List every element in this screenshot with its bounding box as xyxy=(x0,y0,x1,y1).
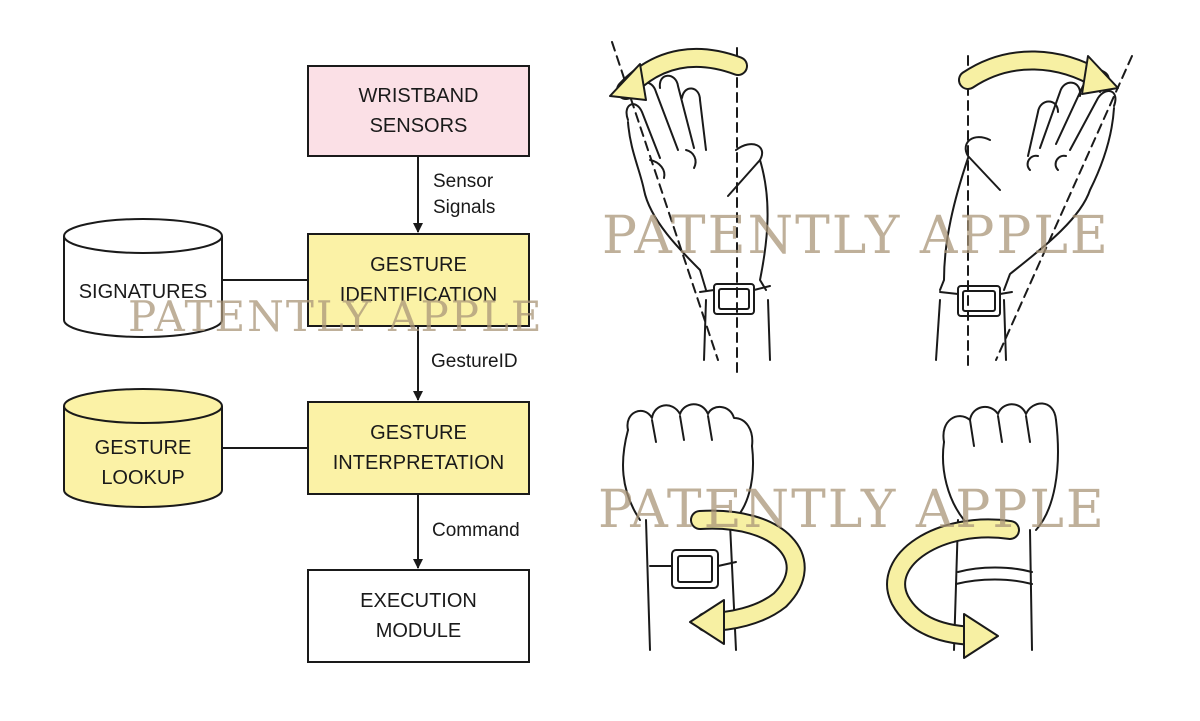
database-label: SIGNATURES xyxy=(78,281,208,303)
wristband-sensors-box: WRISTBAND SENSORS xyxy=(307,65,530,157)
execution-module-box: EXECUTION MODULE xyxy=(307,569,530,663)
hand-tilt-right-illustration xyxy=(935,50,1133,369)
gesture-lookup-database xyxy=(63,388,223,508)
box-label-line1: EXECUTION xyxy=(360,590,477,612)
box-label-line1: GESTURE xyxy=(370,422,467,444)
box-label-line2: SENSORS xyxy=(369,115,468,137)
box-label-line2: MODULE xyxy=(375,620,462,642)
signatures-database xyxy=(63,218,223,338)
edge-label-command: Command xyxy=(432,520,520,541)
fist-rotate-counterclockwise-illustration xyxy=(886,402,1059,659)
fist-rotate-clockwise-illustration xyxy=(622,403,806,651)
database-label-line2: LOOKUP xyxy=(101,467,185,489)
edge-label-signals: Signals xyxy=(433,197,496,218)
signatures-label: SIGNATURES xyxy=(64,262,222,322)
box-label-line1: GESTURE xyxy=(370,254,467,276)
database-label-line1: GESTURE xyxy=(94,437,192,459)
gesture-interpretation-box: GESTURE INTERPRETATION xyxy=(307,401,530,495)
edge-label-sensor: Sensor xyxy=(433,171,494,192)
gesture-lookup-label: GESTURE LOOKUP xyxy=(64,432,222,494)
hand-tilt-left-illustration xyxy=(609,41,771,373)
box-label-line1: WRISTBAND xyxy=(358,85,479,107)
gesture-identification-box: GESTURE IDENTIFICATION xyxy=(307,233,530,327)
edge-label-gesture-id: GestureID xyxy=(431,351,518,372)
box-label-line2: INTERPRETATION xyxy=(332,452,505,474)
box-label-line2: IDENTIFICATION xyxy=(339,284,498,306)
